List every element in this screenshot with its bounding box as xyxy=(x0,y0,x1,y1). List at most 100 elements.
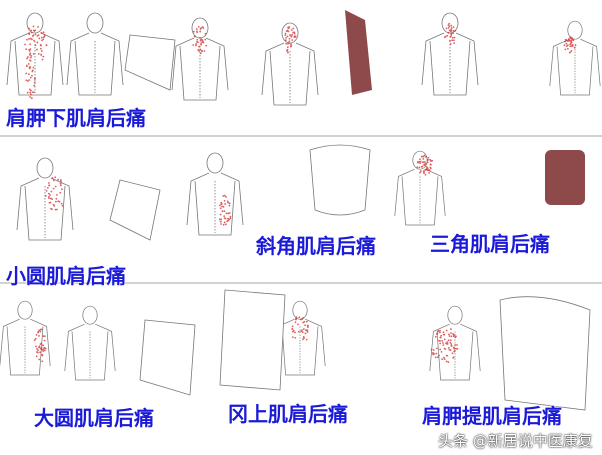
pain-dot xyxy=(38,358,41,361)
pain-dot xyxy=(290,43,292,46)
pain-dot xyxy=(25,72,28,75)
pain-dot xyxy=(26,91,29,94)
pain-dot xyxy=(448,25,451,28)
pain-dot xyxy=(422,161,425,164)
pain-dot xyxy=(33,39,36,42)
pain-dot xyxy=(54,208,57,211)
pain-dot xyxy=(447,31,450,34)
pain-dot xyxy=(28,88,31,91)
body-figure xyxy=(549,20,601,96)
pain-dot xyxy=(202,41,205,44)
torso-outline xyxy=(171,37,229,101)
pain-dot xyxy=(219,207,222,210)
pain-dot xyxy=(42,335,45,338)
pain-dot xyxy=(228,204,231,207)
pain-dot xyxy=(570,50,573,52)
pain-dot xyxy=(451,36,454,39)
pain-dot xyxy=(200,42,202,45)
pain-dot xyxy=(227,212,230,215)
pain-dot xyxy=(291,328,294,330)
pain-dot xyxy=(201,38,204,41)
pain-dot xyxy=(59,184,62,187)
pain-dot xyxy=(43,349,46,352)
pain-dot xyxy=(40,53,43,56)
pain-dot xyxy=(223,221,226,224)
pain-dot xyxy=(422,170,425,173)
pain-dot xyxy=(306,329,309,332)
pain-dot xyxy=(439,342,442,345)
pain-dot xyxy=(33,339,36,341)
pain-dot xyxy=(429,166,432,169)
pain-dot xyxy=(37,34,40,37)
pain-dot xyxy=(566,47,569,50)
pain-dot xyxy=(450,332,452,335)
back-illustration xyxy=(499,296,591,411)
pain-dot xyxy=(26,57,28,60)
pain-dot xyxy=(573,46,576,49)
pain-dot xyxy=(197,48,200,51)
pain-dot xyxy=(445,354,448,357)
pain-dot xyxy=(453,39,455,42)
label-teres-minor: 小圆肌肩后痛 xyxy=(6,264,126,288)
pain-dot xyxy=(59,191,62,194)
pain-dot xyxy=(40,347,43,349)
pain-dot xyxy=(227,201,230,204)
pain-dot xyxy=(570,39,573,41)
pain-dot xyxy=(305,320,308,323)
pain-dot xyxy=(438,329,440,332)
torso-outline xyxy=(0,318,51,376)
pain-dot xyxy=(27,63,30,65)
pain-dot xyxy=(453,42,456,45)
pain-dot xyxy=(291,39,294,41)
pain-dot xyxy=(60,202,63,205)
pain-dot xyxy=(426,161,429,164)
pain-dot xyxy=(418,160,421,163)
pain-dot xyxy=(570,37,573,39)
pain-dot xyxy=(449,328,452,330)
pain-dot xyxy=(60,180,62,183)
pain-dot xyxy=(424,155,427,158)
pain-dot xyxy=(218,204,221,207)
pain-dot xyxy=(201,26,204,28)
pain-dot xyxy=(41,58,44,61)
pain-dot xyxy=(427,158,429,161)
pain-dot xyxy=(52,187,55,190)
pain-dot xyxy=(568,51,571,54)
pain-dot xyxy=(456,344,458,346)
pain-dot xyxy=(569,45,572,48)
pain-dot xyxy=(196,38,199,41)
pain-dot xyxy=(35,333,38,336)
pain-dot xyxy=(40,36,43,39)
pain-dot xyxy=(229,217,232,220)
pain-dot xyxy=(448,335,451,337)
pain-dot xyxy=(286,46,289,49)
pain-dot xyxy=(223,194,226,197)
scapula-illustration xyxy=(139,319,196,396)
pain-dot xyxy=(195,28,198,30)
torso-outline xyxy=(549,38,601,96)
pain-dot xyxy=(430,348,433,351)
torso-outline xyxy=(394,168,446,226)
pain-dot xyxy=(416,166,419,169)
pain-dot xyxy=(203,50,206,52)
pain-dot xyxy=(34,77,36,80)
pain-dot xyxy=(427,156,430,159)
pain-dot xyxy=(574,44,577,46)
pain-dot xyxy=(28,53,31,56)
pain-dot xyxy=(428,172,430,174)
pain-dot xyxy=(454,29,457,32)
pain-dot xyxy=(41,354,44,357)
pain-dot xyxy=(29,48,32,51)
pain-dot xyxy=(443,347,446,350)
pain-dot xyxy=(25,79,28,82)
pain-dot xyxy=(197,41,199,44)
pain-dot xyxy=(447,333,450,336)
label-supraspinatus: 冈上肌肩后痛 xyxy=(228,402,348,426)
body-figure xyxy=(6,12,64,96)
pain-dot xyxy=(30,97,33,100)
pain-dot xyxy=(40,348,43,351)
body-figure xyxy=(16,157,74,241)
pain-dot xyxy=(452,32,454,35)
pain-dot xyxy=(455,347,457,350)
